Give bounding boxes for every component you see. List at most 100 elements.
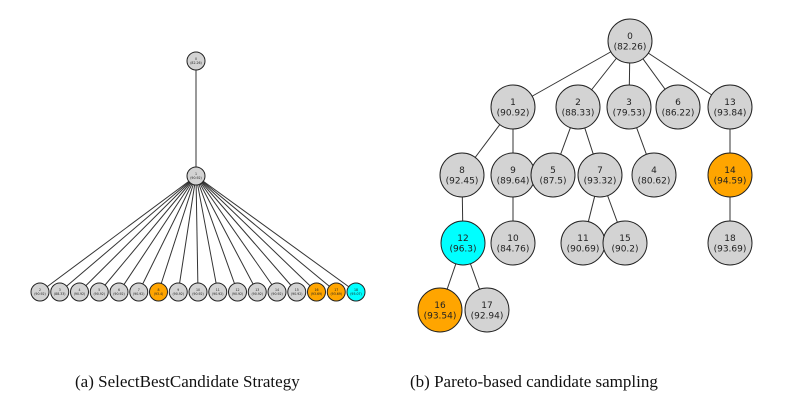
tree-node-a-leaf-9: 9(90.92) — [168, 282, 188, 302]
edge-mid-leaf-18 — [195, 175, 357, 293]
node-id-label: 7 — [597, 166, 603, 176]
node-score-label: (82.26) — [614, 43, 647, 53]
tree-node-a-leaf-10: 10(90.92) — [188, 282, 208, 302]
node-score-label: (88.33) — [562, 109, 595, 119]
node-id-label: 10 — [507, 234, 519, 244]
tree-node-b-11: 11(90.69) — [560, 220, 606, 266]
node-id-label: 8 — [157, 288, 159, 292]
tree-node-b-9: 9(89.64) — [490, 152, 536, 198]
node-circle — [417, 287, 463, 333]
tree-node-a-leaf-11: 11(90.92) — [208, 282, 228, 302]
node-score-label: (90.92) — [497, 109, 530, 119]
node-score-label: (93.84) — [714, 109, 747, 119]
tree-node-b-4: 4(80.62) — [631, 152, 677, 198]
node-circle — [606, 84, 652, 130]
caption-panel-a: (a) SelectBestCandidate Strategy — [75, 372, 300, 391]
node-circle — [149, 282, 168, 302]
node-circle — [287, 282, 307, 302]
node-score-label: (93.69) — [330, 292, 342, 296]
node-circle — [129, 282, 149, 302]
node-id-label: 9 — [177, 288, 179, 292]
caption-panel-b: (b) Pareto-based candidate sampling — [410, 372, 658, 391]
node-id-label: 5 — [98, 288, 100, 292]
node-id-label: 8 — [459, 166, 465, 176]
tree-node-a-leaf-6: 6(90.92) — [109, 282, 129, 302]
tree-node-a-root: 0(82.26) — [186, 51, 206, 71]
node-score-label: (94.59) — [714, 177, 747, 187]
node-id-label: 11 — [577, 234, 588, 244]
node-circle — [186, 166, 206, 186]
node-circle — [464, 287, 510, 333]
node-id-label: 12 — [235, 288, 239, 292]
node-score-label: (90.2) — [611, 245, 638, 255]
tree-node-a-leaf-2: 2(90.92) — [30, 282, 50, 302]
node-circle — [440, 220, 486, 266]
node-score-label: (92.94) — [471, 312, 504, 322]
node-circle — [655, 84, 701, 130]
edge-mid-leaf-12 — [195, 175, 238, 293]
node-score-label: (84.76) — [497, 245, 530, 255]
tree-node-a-leaf-5: 5(90.92) — [89, 282, 109, 302]
node-id-label: 3 — [626, 98, 632, 108]
node-circle — [307, 282, 326, 302]
tree-node-b-13: 13(93.84) — [707, 84, 753, 130]
node-id-label: 6 — [118, 288, 120, 292]
tree-node-b-10: 10(84.76) — [490, 220, 536, 266]
tree-node-b-16: 16(93.54) — [417, 287, 463, 333]
node-score-label: (93.4) — [154, 292, 164, 296]
node-id-label: 1 — [510, 98, 516, 108]
edge-mid-leaf-17 — [195, 175, 337, 293]
node-score-label: (90.92) — [172, 292, 184, 296]
node-id-label: 2 — [575, 98, 581, 108]
node-id-label: 4 — [78, 288, 80, 292]
tree-node-b-5: 5(87.5) — [530, 152, 576, 198]
tree-node-a-leaf-18: 18(95.07) — [346, 282, 366, 302]
node-id-label: 15 — [619, 234, 630, 244]
tree-node-a-leaf-12: 12(90.92) — [228, 282, 247, 302]
tree-node-b-17: 17(92.94) — [464, 287, 510, 333]
node-id-label: 15 — [295, 288, 299, 292]
node-id-label: 0 — [627, 32, 633, 42]
node-id-label: 18 — [354, 288, 358, 292]
tree-node-a-leaf-13: 13(90.92) — [247, 282, 267, 302]
node-circle — [186, 51, 206, 71]
node-circle — [168, 282, 188, 302]
node-id-label: 14 — [275, 288, 279, 292]
node-circle — [208, 282, 228, 302]
node-circle — [228, 282, 247, 302]
node-score-label: (86.22) — [662, 109, 695, 119]
node-id-label: 17 — [481, 301, 492, 311]
tree-node-b-6: 6(86.22) — [655, 84, 701, 130]
tree-node-a-leaf-8: 8(93.4) — [149, 282, 168, 302]
node-score-label: (88.33) — [54, 292, 66, 296]
tree-node-a-leaf-3: 3(88.33) — [50, 282, 70, 302]
tree-node-a-leaf-7: 7(90.92) — [129, 282, 149, 302]
node-score-label: (79.53) — [613, 109, 646, 119]
node-score-label: (90.92) — [74, 292, 86, 296]
node-score-label: (93.69) — [311, 292, 323, 296]
edge-mid-leaf-14 — [195, 175, 278, 293]
panel-a-tree: 0(82.26)1(90.92)2(90.92)3(88.33)4(90.92)… — [30, 51, 366, 302]
node-id-label: 17 — [334, 288, 338, 292]
node-circle — [70, 282, 89, 302]
tree-node-a-leaf-15: 15(90.92) — [287, 282, 307, 302]
tree-node-b-14: 14(94.59) — [707, 152, 753, 198]
node-score-label: (93.32) — [584, 177, 617, 187]
tree-node-a-leaf-17: 17(93.69) — [326, 282, 346, 302]
edge-mid-leaf-15 — [195, 175, 298, 293]
node-circle — [602, 220, 648, 266]
tree-node-b-8: 8(92.45) — [439, 152, 485, 198]
tree-node-b-7: 7(93.32) — [577, 152, 623, 198]
tree-node-b-15: 15(90.2) — [602, 220, 648, 266]
tree-node-b-2: 2(88.33) — [555, 84, 601, 130]
node-score-label: (90.92) — [93, 292, 105, 296]
node-id-label: 7 — [138, 288, 140, 292]
node-score-label: (93.69) — [714, 245, 747, 255]
edge-mid-leaf-7 — [138, 175, 197, 293]
tree-node-a-leaf-14: 14(90.92) — [267, 282, 287, 302]
node-circle — [490, 220, 536, 266]
node-circle — [577, 152, 623, 198]
node-score-label: (80.62) — [638, 177, 671, 187]
node-circle — [50, 282, 70, 302]
node-circle — [346, 282, 366, 302]
